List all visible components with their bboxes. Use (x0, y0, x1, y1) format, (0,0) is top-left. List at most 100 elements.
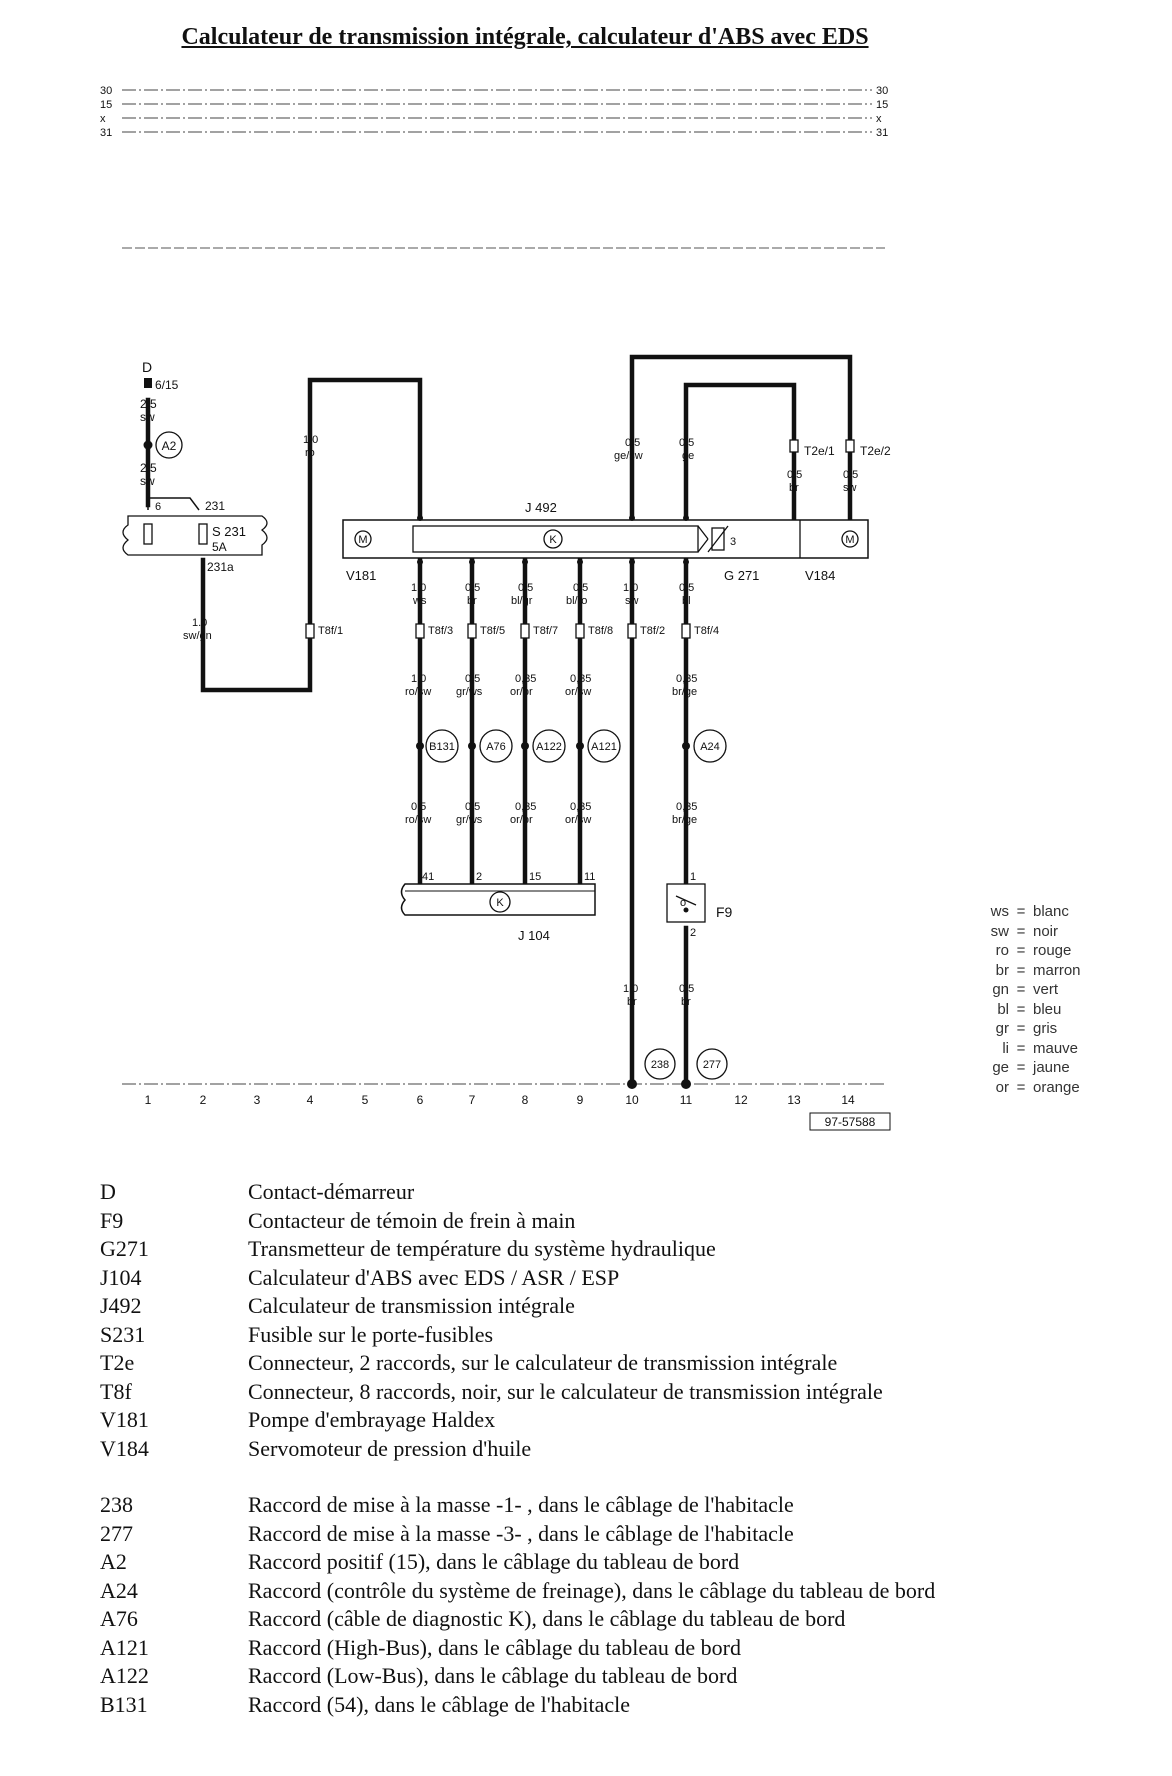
color-key-row: or=orange (975, 1078, 1155, 1098)
fuse-rating: 5A (212, 540, 227, 554)
color-name: jaune (1033, 1059, 1070, 1076)
legend-row: G271 Transmetteur de température du systè… (100, 1235, 1140, 1264)
g271-label: G 271 (724, 568, 759, 583)
handbrake-switch-f9: o 1 2 F9 (666, 871, 733, 939)
w1-color: ro (305, 447, 315, 459)
legend-desc: Raccord (High-Bus), dans le câblage du t… (248, 1634, 741, 1660)
rail-label: 31 (100, 127, 112, 139)
top-a-color: ge/sw (614, 450, 643, 462)
ground-badges: 238 277 (644, 1048, 728, 1080)
j104-pin: 15 (529, 871, 541, 883)
t8f8-label: T8f/8 (588, 625, 613, 637)
k-line-symbol: K (496, 897, 504, 909)
l6-size: 0,35 (676, 801, 697, 813)
motor-icon: M (845, 534, 854, 546)
rail-labels-right: 30 15 x 31 (876, 85, 888, 139)
legend-desc: Raccord de mise à la masse -1- , dans le… (248, 1492, 794, 1517)
legend-desc: Calculateur d'ABS avec EDS / ASR / ESP (248, 1264, 620, 1290)
connector-t2e2: T2e/2 (845, 439, 891, 458)
equals-sign: = (1016, 1000, 1026, 1018)
rail-label: 15 (100, 99, 112, 111)
ruler-number: 12 (734, 1093, 748, 1107)
l1-size: 0,5 (411, 801, 426, 813)
v181-label: V181 (346, 568, 376, 583)
reference-code-box: 97-57588 (809, 1112, 891, 1131)
color-code: sw (990, 922, 1009, 940)
ground-point-277 (681, 1079, 691, 1089)
equals-sign: = (1016, 1078, 1026, 1096)
legend-desc: Connecteur, 2 raccords, sur le calculate… (248, 1350, 838, 1375)
b2-color: br (467, 595, 477, 607)
color-code: or (995, 1078, 1009, 1096)
m1-size: 1,0 (411, 673, 426, 685)
legend-code: V184 (100, 1435, 149, 1461)
l4-size: 0,35 (570, 801, 591, 813)
wires (145, 354, 853, 1087)
b3-size: 0,5 (518, 582, 533, 594)
equals-sign: = (1016, 1039, 1026, 1057)
b6-color: bl (682, 595, 691, 607)
color-name: blanc (1033, 903, 1069, 920)
m6-color: br/ge (672, 686, 697, 698)
wiring-diagram: 30 15 x 31 30 15 x 31 (100, 85, 891, 1131)
color-code: gn (992, 981, 1009, 998)
legend-desc: Raccord (contrôle du système de freinage… (248, 1577, 936, 1603)
w1-size: 1.0 (303, 434, 318, 446)
color-key: ws=blanc sw=noir ro=rouge br=marron gn=v… (975, 902, 1155, 1097)
control-unit-j492: J 492 K M V181 M V184 3 G 271 (342, 500, 869, 583)
t8f7-label: T8f/7 (533, 625, 558, 637)
g2-size: 0,5 (679, 983, 694, 995)
legend-spacer (100, 1463, 1140, 1491)
legend-desc: Contact-démarreur (248, 1179, 415, 1204)
b1-size: 1,0 (411, 582, 426, 594)
equals-sign: = (1016, 922, 1026, 940)
motor-icon: M (358, 534, 367, 546)
color-name: bleu (1033, 1000, 1062, 1018)
equals-sign: = (1016, 1059, 1026, 1076)
d-terminal: 6/15 (155, 378, 179, 392)
top-b-color: ge (682, 450, 694, 462)
d-wire-color: sw (140, 410, 155, 424)
v184-label: V184 (805, 568, 835, 583)
rail-label: 31 (876, 127, 888, 139)
legend-code: G271 (100, 1236, 149, 1261)
b5-color: sw (625, 595, 639, 607)
color-key-row: li=mauve (975, 1039, 1155, 1059)
legend-code: S231 (100, 1321, 146, 1347)
b4-color: bl/ro (566, 595, 587, 607)
legend-desc: Transmetteur de température du système h… (248, 1236, 716, 1261)
legend-code: A121 (100, 1634, 149, 1660)
t2e2-color: sw (843, 482, 857, 494)
m2-color: gr/ws (456, 686, 483, 698)
legend-code: T8f (100, 1378, 132, 1404)
color-name: marron (1033, 961, 1081, 979)
g2-color: br (681, 996, 691, 1008)
l3-size: 0,35 (515, 801, 536, 813)
legend-code: A76 (100, 1606, 138, 1631)
legend-desc: Raccord de mise à la masse -3- , dans le… (248, 1520, 794, 1546)
fuse-s231: 6 231 S 231 5A 231a 1.0 sw/gn (122, 499, 268, 642)
fuse-pin-in: 6 (155, 501, 161, 513)
equals-sign: = (1016, 903, 1026, 920)
l3-color: or/br (510, 814, 533, 826)
top-a-size: 0,5 (625, 437, 640, 449)
ruler-number: 3 (254, 1093, 261, 1107)
power-rails (122, 89, 872, 133)
legend-code: D (100, 1179, 116, 1204)
lower-wire-labels: 0,5 ro/sw 0,5 gr/ws 0,35 or/br 0,35 or/s… (405, 801, 697, 826)
label-d: D (142, 359, 152, 375)
junction-a2: A2 2.5 sw (140, 431, 183, 488)
j104-pin: 2 (476, 871, 482, 883)
equals-sign: = (1016, 981, 1026, 998)
legend-desc: Raccord (54), dans le câblage de l'habit… (248, 1691, 631, 1717)
legend-code: V181 (100, 1407, 149, 1432)
legend-code: J492 (100, 1293, 142, 1318)
